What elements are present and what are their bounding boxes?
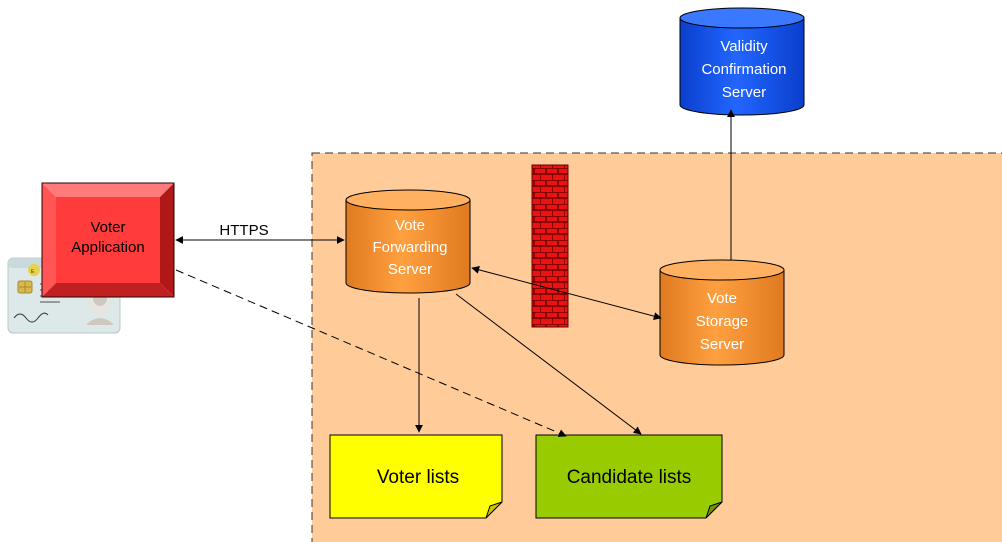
- vote-storage-server: Vote Storage Server: [659, 259, 785, 366]
- voter-app-label-line2: Application: [71, 239, 144, 256]
- forwarding-label-line2: Forwarding: [372, 239, 447, 256]
- validity-confirmation-server: Validity Confirmation Server: [679, 7, 805, 116]
- storage-label-line3: Server: [700, 336, 744, 353]
- validity-label-line2: Confirmation: [701, 61, 786, 78]
- forwarding-storage-connector: [471, 265, 662, 321]
- storage-label-line1: Vote: [707, 290, 737, 307]
- https-label: HTTPS: [219, 222, 268, 239]
- voter-app-label-line1: Voter: [90, 219, 125, 236]
- candidate-lists-label: Candidate lists: [567, 467, 692, 488]
- validity-label-line1: Validity: [720, 38, 768, 55]
- voterapp-candidatelists-dashed-connector: [175, 269, 567, 437]
- validity-label-line3: Server: [722, 84, 766, 101]
- id-card-letter: E: [31, 269, 35, 275]
- storage-label-line2: Storage: [696, 313, 749, 330]
- voter-application: Voter Application: [41, 182, 175, 298]
- forwarding-candidatelists-connector: [455, 293, 642, 435]
- candidate-lists-note: Candidate lists: [535, 434, 723, 519]
- voter-lists-note: Voter lists: [329, 434, 503, 519]
- forwarding-label-line1: Vote: [395, 217, 425, 234]
- vote-forwarding-server: Vote Forwarding Server: [345, 189, 471, 294]
- firewall: [531, 164, 569, 328]
- forwarding-label-line3: Server: [388, 261, 432, 278]
- voter-lists-label: Voter lists: [377, 467, 459, 488]
